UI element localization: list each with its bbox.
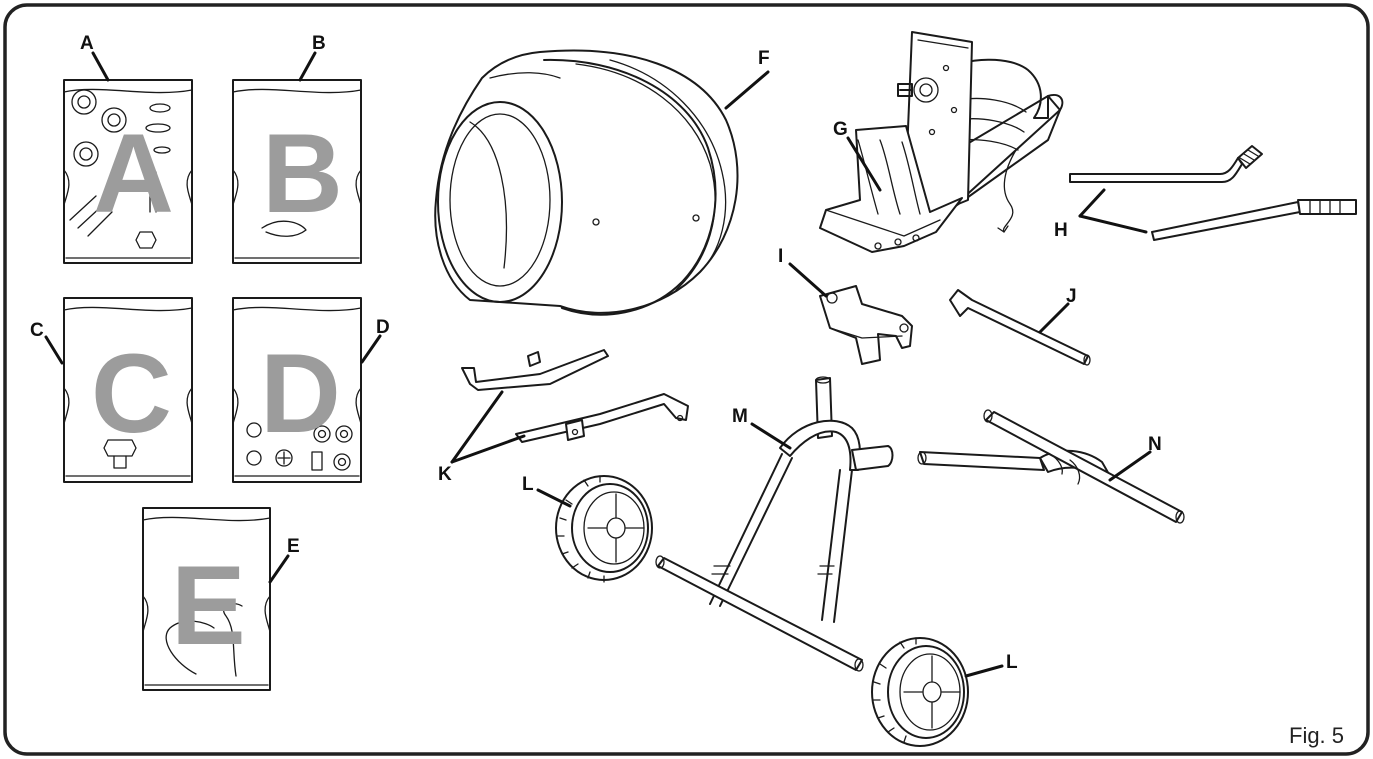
bag-c-letter: C	[91, 331, 172, 456]
leader-h-1	[1078, 188, 1106, 218]
leader-k-1	[450, 390, 504, 464]
callout-c: C	[30, 320, 44, 341]
callout-h: H	[1054, 220, 1068, 241]
figure-label: Fig. 5	[1289, 723, 1344, 748]
crank-pin	[949, 289, 1091, 366]
hardware-bag-d: D	[232, 297, 362, 483]
leader-l-1	[536, 488, 572, 508]
callout-e: E	[287, 536, 300, 557]
leader-c	[44, 335, 64, 365]
motor-gearbox-assembly	[819, 31, 1064, 253]
hardware-bag-b: B	[232, 79, 362, 264]
drum-bracket	[819, 285, 913, 365]
leader-a	[91, 51, 110, 82]
callout-l-1: L	[522, 474, 534, 495]
leader-b	[298, 51, 317, 82]
bag-a-letter: A	[93, 111, 174, 236]
a-frame-stand	[655, 376, 894, 672]
leader-j	[1038, 302, 1070, 334]
leader-i	[788, 262, 828, 298]
callout-i: I	[778, 246, 783, 267]
hardware-bag-c: C	[63, 297, 193, 483]
callout-d: D	[376, 317, 390, 338]
callout-g: G	[833, 119, 848, 140]
leader-e	[268, 554, 290, 584]
leader-h-2	[1078, 214, 1148, 234]
leader-d	[360, 334, 382, 364]
hardware-bag-a: A	[63, 79, 193, 264]
bag-e-letter: E	[171, 543, 246, 668]
callout-m: M	[732, 406, 748, 427]
callout-f: F	[758, 48, 770, 69]
wheel-lower	[871, 637, 969, 747]
leader-k-2	[450, 434, 526, 464]
callout-a: A	[80, 33, 94, 54]
leader-n	[1108, 450, 1152, 482]
callout-n: N	[1148, 434, 1162, 455]
handle-bars	[1069, 145, 1357, 241]
callout-l-2: L	[1006, 652, 1018, 673]
hardware-bag-e: E	[142, 507, 271, 691]
callout-j: J	[1066, 286, 1077, 307]
leader-m	[750, 422, 792, 450]
mixer-drum	[434, 49, 739, 316]
leader-f	[724, 70, 770, 110]
bag-d-letter: D	[260, 331, 341, 456]
leader-g	[846, 136, 882, 192]
leader-l-2	[964, 664, 1004, 678]
wheel-upper	[555, 475, 653, 583]
callout-k: K	[438, 464, 452, 485]
callout-b: B	[312, 33, 326, 54]
axle-frame	[917, 409, 1185, 524]
bag-b-letter: B	[262, 111, 343, 236]
support-brackets	[461, 349, 689, 443]
